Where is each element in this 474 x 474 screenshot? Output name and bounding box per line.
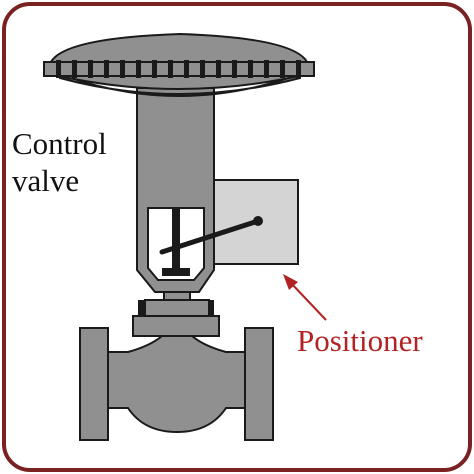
actuator <box>43 32 315 97</box>
right-flange <box>244 327 274 441</box>
valve-stem <box>172 208 180 276</box>
positioner-pivot <box>253 216 263 226</box>
bonnet <box>132 315 220 337</box>
stem-connector <box>162 268 190 276</box>
feedback-arm <box>159 218 261 255</box>
body-bulb <box>107 335 246 434</box>
positioner-label: Positioner <box>297 323 423 358</box>
diagram-title: Control valve <box>12 125 107 199</box>
actuator-bolts <box>56 60 301 78</box>
actuator-flange <box>43 61 315 77</box>
valve-body <box>79 279 274 441</box>
title-line-2: valve <box>12 163 80 198</box>
left-flange <box>79 327 109 441</box>
positioner-arrow-line <box>289 281 327 321</box>
positioner-arrowhead <box>283 274 298 290</box>
title-line-1: Control <box>12 126 107 161</box>
packing-flange <box>144 299 210 317</box>
